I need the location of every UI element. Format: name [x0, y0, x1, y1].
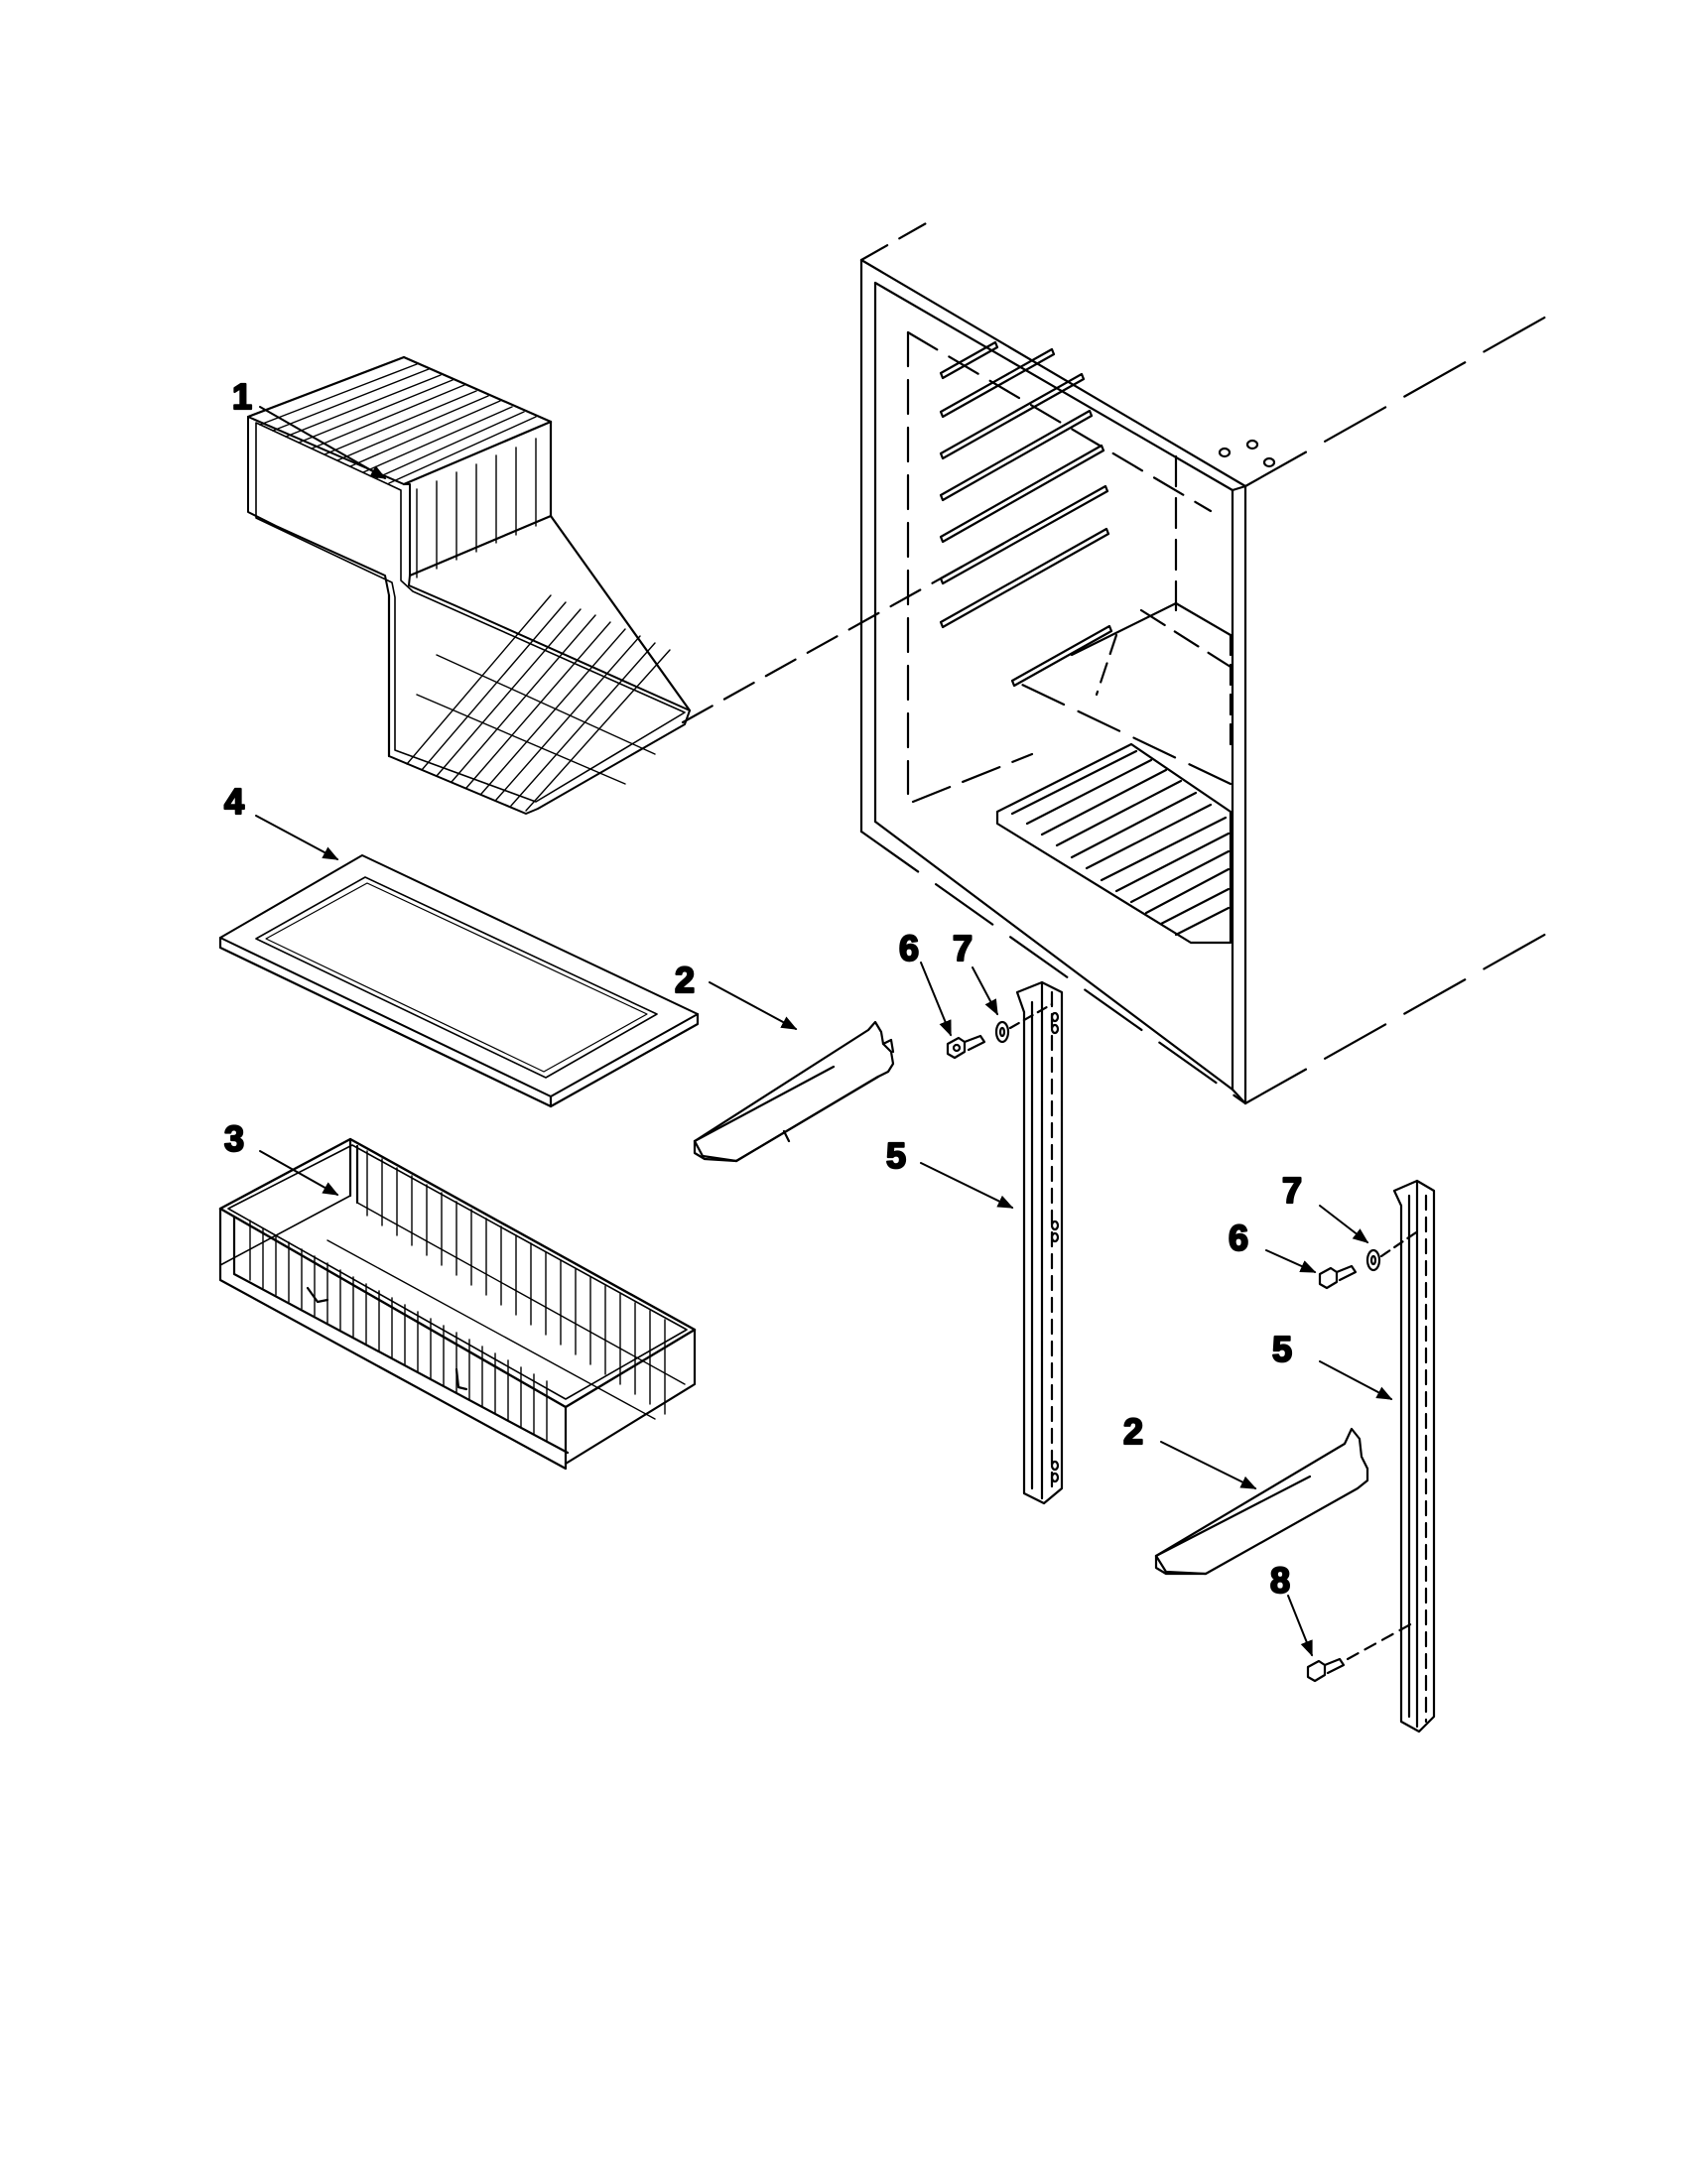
glass-shelf	[220, 855, 698, 1106]
cabinet-back-vents	[941, 342, 1111, 686]
screw-6-left	[948, 1036, 984, 1058]
callout-6-left: 6	[899, 928, 919, 968]
callout-5-left: 5	[886, 1135, 906, 1176]
callout-3: 3	[224, 1118, 244, 1159]
washer-7-left	[996, 1004, 1052, 1042]
shelf-rail-right	[1394, 1181, 1434, 1732]
washer-7-right	[1367, 1230, 1419, 1270]
callout-leaders	[255, 406, 1393, 1657]
callout-4: 4	[224, 781, 244, 822]
cabinet-floor-grille	[997, 744, 1231, 943]
callout-6-right: 6	[1229, 1218, 1248, 1258]
screw-6-right	[1320, 1266, 1356, 1288]
callout-2-left: 2	[675, 960, 695, 1000]
shelf-bracket-right	[1156, 1429, 1367, 1574]
callout-2-right: 2	[1123, 1411, 1143, 1452]
shelf-rail-left	[1017, 982, 1062, 1503]
freezer-cabinet	[683, 222, 1548, 1103]
callout-1: 1	[232, 376, 252, 417]
callout-8: 8	[1270, 1560, 1290, 1601]
callout-7-right: 7	[1282, 1170, 1302, 1211]
wire-basket	[220, 1139, 695, 1469]
callout-7-left: 7	[953, 928, 973, 968]
stepped-wire-shelf	[248, 357, 690, 814]
screw-8	[1308, 1622, 1414, 1681]
callout-5-right: 5	[1272, 1329, 1292, 1369]
shelf-bracket-left	[695, 1022, 893, 1161]
